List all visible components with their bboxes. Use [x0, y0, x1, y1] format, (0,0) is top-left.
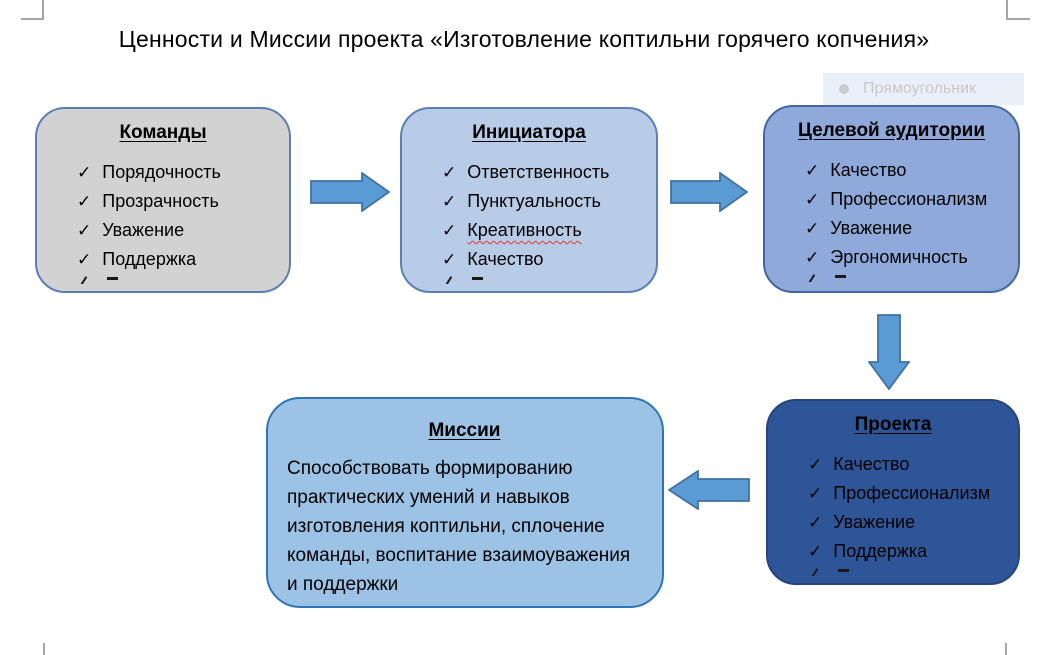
clipped-text-fragment	[107, 277, 118, 280]
check-icon: ✓	[77, 163, 92, 182]
check-icon: ✓	[442, 221, 457, 240]
values-box-project[interactable]: Проекта ✓ Качество ✓ Профессионализм ✓ Уваж…	[766, 399, 1020, 585]
box-title: Миссии	[428, 420, 501, 441]
values-box-team[interactable]: Команды ✓ Порядочность ✓ Прозрачность ✓ Ува…	[35, 107, 291, 293]
check-icon: ✓	[808, 513, 823, 532]
margin-corner-mark-top-right	[1006, 0, 1030, 20]
values-box-initiator[interactable]: Инициатора ✓ Ответственность ✓ Пунктуально…	[400, 107, 658, 293]
clipped-text-fragment	[472, 277, 483, 280]
list-item-label-misspelled: Креативность	[467, 220, 582, 240]
checklist: ✓ Качество ✓ Профессионализм ✓ Уважение ✓ Эр…	[765, 156, 1018, 282]
list-item: ✓ Качество	[805, 156, 1018, 185]
list-item: ✓ Уважение	[808, 508, 1018, 537]
check-icon: ✓	[808, 484, 823, 503]
clipped-text-fragment	[838, 569, 849, 572]
check-fragment-icon	[808, 274, 816, 282]
clipped-list-item	[77, 275, 289, 284]
screen-tip-rectangle: Прямоугольник	[823, 73, 1024, 105]
box-title: Проекта	[854, 414, 932, 435]
check-icon: ✓	[442, 163, 457, 182]
clipped-list-item	[442, 275, 656, 284]
check-icon: ✓	[805, 219, 820, 238]
list-item-label: Поддержка	[833, 541, 928, 561]
list-item-label: Поддержка	[102, 249, 197, 269]
list-item-label: Профессионализм	[833, 483, 991, 503]
check-icon: ✓	[77, 192, 92, 211]
check-icon: ✓	[805, 161, 820, 180]
list-item-label: Пунктуальность	[467, 191, 601, 211]
checklist: ✓ Качество ✓ Профессионализм ✓ Уважение ✓ По…	[768, 450, 1018, 576]
list-item: ✓ Креативность	[442, 216, 656, 245]
mission-text: Способствовать формированию практических…	[287, 458, 631, 595]
check-fragment-icon	[445, 276, 453, 284]
check-icon: ✓	[805, 248, 820, 267]
margin-corner-mark-bottom-right	[1005, 643, 1007, 655]
check-fragment-icon	[80, 276, 88, 284]
screen-tip-label: Прямоугольник	[863, 80, 977, 97]
check-icon: ✓	[808, 542, 823, 561]
list-item-label: Уважение	[833, 512, 916, 532]
list-item: ✓ Эргономичность	[805, 243, 1018, 272]
list-item: ✓ Прозрачность	[77, 187, 289, 216]
list-item: ✓ Ответственность	[442, 158, 656, 187]
list-item-label: Ответственность	[467, 162, 610, 182]
flow-arrow-right-2[interactable]	[670, 172, 748, 212]
page-title: Ценности и Миссии проекта «Изготовление …	[118, 26, 930, 52]
check-icon: ✓	[442, 192, 457, 211]
list-item-label: Качество	[467, 249, 544, 269]
list-item: ✓ Поддержка	[808, 537, 1018, 566]
list-item: ✓ Профессионализм	[808, 479, 1018, 508]
list-item-label: Качество	[833, 454, 910, 474]
margin-corner-mark-bottom-left	[43, 643, 45, 655]
clipped-list-item	[808, 567, 1018, 576]
list-item-label: Уважение	[102, 220, 185, 240]
check-icon: ✓	[805, 190, 820, 209]
list-item: ✓ Пунктуальность	[442, 187, 656, 216]
list-item-label: Профессионализм	[830, 189, 988, 209]
mission-box[interactable]: Миссии Способствовать формированию практ…	[266, 397, 664, 608]
flow-arrow-right-1[interactable]	[310, 172, 390, 212]
flow-arrow-down[interactable]	[868, 314, 910, 390]
checklist: ✓ Ответственность ✓ Пунктуальность ✓ Креати…	[402, 158, 656, 284]
list-item: ✓ Качество	[442, 245, 656, 274]
box-title: Целевой аудитории	[797, 120, 986, 141]
check-icon: ✓	[77, 250, 92, 269]
list-item: ✓ Уважение	[805, 214, 1018, 243]
list-item-label: Прозрачность	[102, 191, 219, 211]
clipped-text-fragment	[835, 275, 846, 278]
list-item: ✓ Профессионализм	[805, 185, 1018, 214]
list-item: ✓ Качество	[808, 450, 1018, 479]
bullet-icon	[839, 84, 849, 94]
list-item-label: Порядочность	[102, 162, 221, 182]
clipped-list-item	[805, 273, 1018, 282]
flow-arrow-left[interactable]	[668, 470, 750, 510]
list-item: ✓ Поддержка	[77, 245, 289, 274]
values-box-audience[interactable]: Целевой аудитории ✓ Качество ✓ Профессиона…	[763, 105, 1020, 293]
checklist: ✓ Порядочность ✓ Прозрачность ✓ Уважение ✓ П…	[37, 158, 289, 284]
check-fragment-icon	[811, 568, 819, 576]
list-item-label: Уважение	[830, 218, 913, 238]
margin-corner-mark-top-left	[21, 0, 44, 20]
box-title: Команды	[119, 122, 207, 143]
list-item-label: Качество	[830, 160, 907, 180]
list-item: ✓ Уважение	[77, 216, 289, 245]
check-icon: ✓	[77, 221, 92, 240]
check-icon: ✓	[808, 455, 823, 474]
box-title: Инициатора	[472, 122, 586, 143]
list-item: ✓ Порядочность	[77, 158, 289, 187]
list-item-label: Эргономичность	[830, 247, 968, 267]
check-icon: ✓	[442, 250, 457, 269]
